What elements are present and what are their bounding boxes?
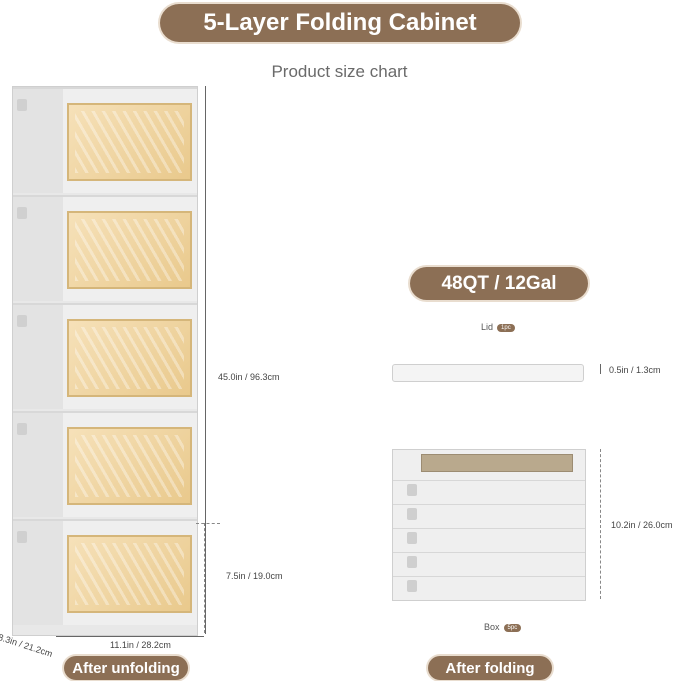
cabinet-tier: [13, 411, 197, 517]
cabinet-tier: [13, 195, 197, 301]
subtitle: Product size chart: [271, 62, 408, 81]
after-folding-label: After folding: [428, 656, 552, 680]
layer-dimension-tick: [196, 523, 220, 524]
cabinet-tower-image: [12, 86, 198, 636]
lid-image: [392, 364, 584, 382]
title-banner: 5-Layer Folding Cabinet: [160, 4, 520, 42]
width-dimension-line: [56, 636, 204, 637]
lid-count-badge: 1pc: [497, 323, 515, 332]
cabinet-tier: [13, 519, 197, 625]
capacity-badge: 48QT / 12Gal: [410, 267, 588, 300]
lid-height-dimension: 0.5in / 1.3cm: [609, 365, 661, 375]
box-height-dimension: 10.2in / 26.0cm: [611, 520, 673, 530]
cabinet-tier: [13, 87, 197, 193]
lid-dimension-line: [600, 364, 601, 374]
height-dimension: 45.0in / 96.3cm: [218, 372, 280, 382]
box-dimension-line: [600, 449, 601, 599]
cabinet-tier: [13, 303, 197, 409]
box-count-badge: 5pc: [503, 623, 522, 632]
layer-height-dimension: 7.5in / 19.0cm: [226, 571, 283, 581]
layer-dimension-line: [204, 523, 205, 633]
folded-box-stack-image: [392, 449, 586, 601]
width-dimension: 11.1in / 28.2cm: [110, 640, 171, 650]
height-dimension-line: [205, 86, 206, 634]
depth-dimension: 8.3in / 21.2cm: [0, 632, 54, 659]
after-unfolding-label: After unfolding: [64, 656, 188, 680]
